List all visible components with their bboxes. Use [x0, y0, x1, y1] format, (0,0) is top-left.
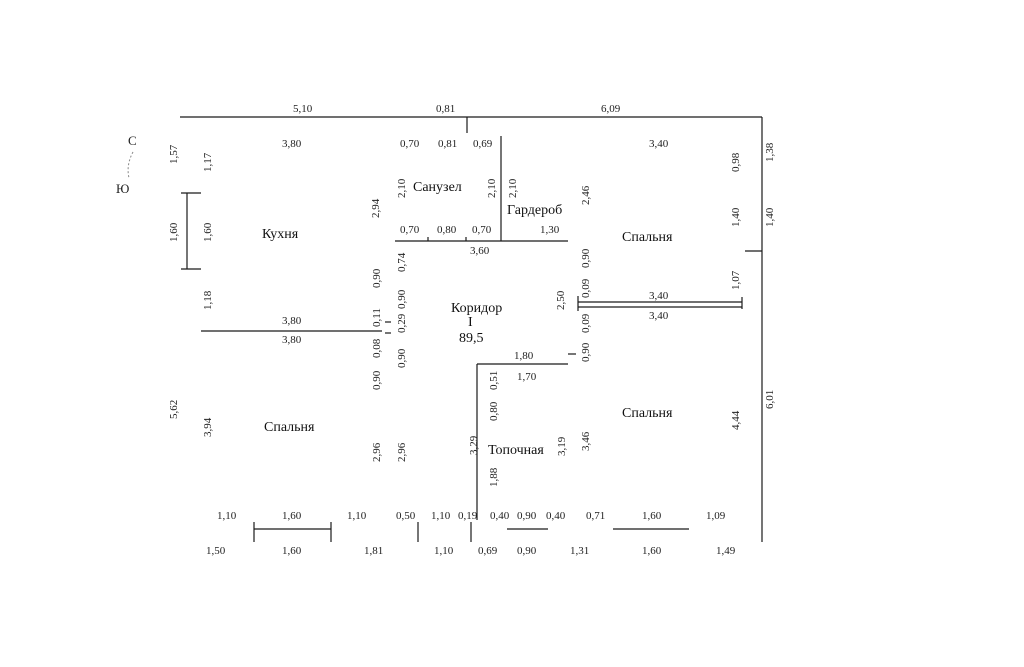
dim-label: 0,51 — [488, 371, 500, 390]
dim-label: 1,70 — [517, 371, 537, 383]
dim-label: 0,71 — [586, 510, 605, 522]
walls — [180, 116, 763, 542]
dim-label: 6,09 — [601, 103, 621, 115]
dim-label: 0,98 — [730, 152, 742, 172]
dim-label: 5,62 — [168, 400, 180, 419]
dim-label: 0,08 — [371, 338, 383, 358]
dim-label: 0,29 — [396, 313, 408, 333]
dim-label: 3,94 — [202, 417, 214, 437]
dim-label: 0,81 — [436, 103, 455, 115]
dim-label: 5,10 — [293, 103, 313, 115]
dim-label: 3,46 — [580, 431, 592, 451]
room-bathroom: Санузел — [413, 180, 462, 195]
room-wardrobe: Гардероб — [507, 203, 562, 218]
dim-label: 1,57 — [168, 144, 180, 164]
dim-label: 1,60 — [642, 510, 662, 522]
dim-label: 3,40 — [649, 290, 669, 302]
dim-label: 0,09 — [580, 313, 592, 333]
dim-label: 3,80 — [282, 334, 302, 346]
compass-south: Ю — [116, 181, 129, 196]
dim-label: 2,46 — [580, 185, 592, 205]
dim-label: 0,11 — [371, 308, 383, 327]
compass-arrow-icon — [127, 151, 134, 179]
dim-label: 0,90 — [396, 348, 408, 368]
dim-label: 0,50 — [396, 510, 416, 522]
dim-label: 1,18 — [202, 290, 214, 310]
dim-label: 6,01 — [764, 390, 776, 409]
dim-label: 0,19 — [458, 510, 478, 522]
dim-label: 0,74 — [396, 252, 408, 272]
dim-label: 1,60 — [642, 545, 662, 557]
dim-label: 1,88 — [488, 467, 500, 487]
room-kitchen: Кухня — [262, 227, 299, 242]
dim-label: 1,50 — [206, 545, 226, 557]
dim-label: 2,10 — [396, 178, 408, 198]
dim-label: 1,09 — [706, 510, 726, 522]
dim-label: 1,30 — [540, 224, 560, 236]
dim-label: 1,10 — [217, 510, 237, 522]
dim-label: 0,80 — [437, 224, 457, 236]
dim-label: 0,09 — [580, 278, 592, 298]
dim-label: 3,40 — [649, 310, 669, 322]
dim-label: 1,31 — [570, 545, 589, 557]
room-corridor-area: 89,5 — [459, 331, 484, 346]
horizontal-dimensions: 5,10 0,81 6,09 3,80 0,70 0,81 0,69 3,40 … — [206, 103, 736, 557]
dim-label: 0,90 — [371, 268, 383, 288]
dim-label: 1,60 — [202, 222, 214, 242]
room-corridor-mark: I — [468, 315, 473, 330]
dim-label: 1,40 — [764, 207, 776, 227]
room-labels: Кухня Санузел Гардероб Спальня Коридор I… — [262, 180, 673, 458]
dim-label: 0,70 — [400, 138, 420, 150]
dim-label: 0,40 — [546, 510, 566, 522]
dim-label: 1,60 — [168, 222, 180, 242]
room-bedroom-sw: Спальня — [264, 420, 315, 435]
dim-label: 0,90 — [371, 370, 383, 390]
dim-label: 1,38 — [764, 142, 776, 162]
dim-label: 0,90 — [517, 510, 537, 522]
dim-label: 2,10 — [507, 178, 519, 198]
dim-label: 0,69 — [478, 545, 498, 557]
dim-label: 3,40 — [649, 138, 669, 150]
dim-label: 2,50 — [555, 290, 567, 310]
dim-label: 3,80 — [282, 315, 302, 327]
dim-label: 3,60 — [470, 245, 490, 257]
dim-label: 1,60 — [282, 510, 302, 522]
room-corridor: Коридор — [451, 301, 502, 316]
room-bedroom-ne: Спальня — [622, 230, 673, 245]
dim-label: 0,90 — [396, 289, 408, 309]
dim-label: 1,80 — [514, 350, 534, 362]
dim-label: 3,19 — [556, 436, 568, 456]
dim-label: 0,90 — [580, 248, 592, 268]
dim-label: 2,10 — [486, 178, 498, 198]
dim-label: 1,49 — [716, 545, 736, 557]
dim-label: 1,40 — [730, 207, 742, 227]
dim-label: 3,29 — [468, 435, 480, 455]
dim-label: 0,80 — [488, 401, 500, 421]
dim-label: 1,81 — [364, 545, 383, 557]
dim-label: 2,96 — [371, 442, 383, 462]
dim-label: 1,10 — [434, 545, 454, 557]
dim-label: 0,81 — [438, 138, 457, 150]
room-bedroom-se: Спальня — [622, 406, 673, 421]
dim-label: 0,40 — [490, 510, 510, 522]
dim-label: 0,70 — [400, 224, 420, 236]
dim-label: 0,90 — [580, 342, 592, 362]
compass: С Ю — [116, 133, 137, 196]
dim-label: 0,69 — [473, 138, 493, 150]
room-boiler: Топочная — [488, 443, 544, 458]
vertical-dimensions: 1,57 1,17 0,98 1,38 2,10 2,10 2,10 2,94 … — [168, 142, 776, 487]
compass-north: С — [128, 133, 137, 148]
dim-label: 0,90 — [517, 545, 537, 557]
dim-label: 1,07 — [730, 270, 742, 290]
dim-label: 1,60 — [282, 545, 302, 557]
dim-label: 2,94 — [370, 198, 382, 218]
dim-label: 3,80 — [282, 138, 302, 150]
dim-label: 1,17 — [202, 152, 214, 172]
dim-label: 4,44 — [730, 410, 742, 430]
dim-label: 2,96 — [396, 442, 408, 462]
dim-label: 1,10 — [431, 510, 451, 522]
dim-label: 1,10 — [347, 510, 367, 522]
dim-label: 0,70 — [472, 224, 492, 236]
